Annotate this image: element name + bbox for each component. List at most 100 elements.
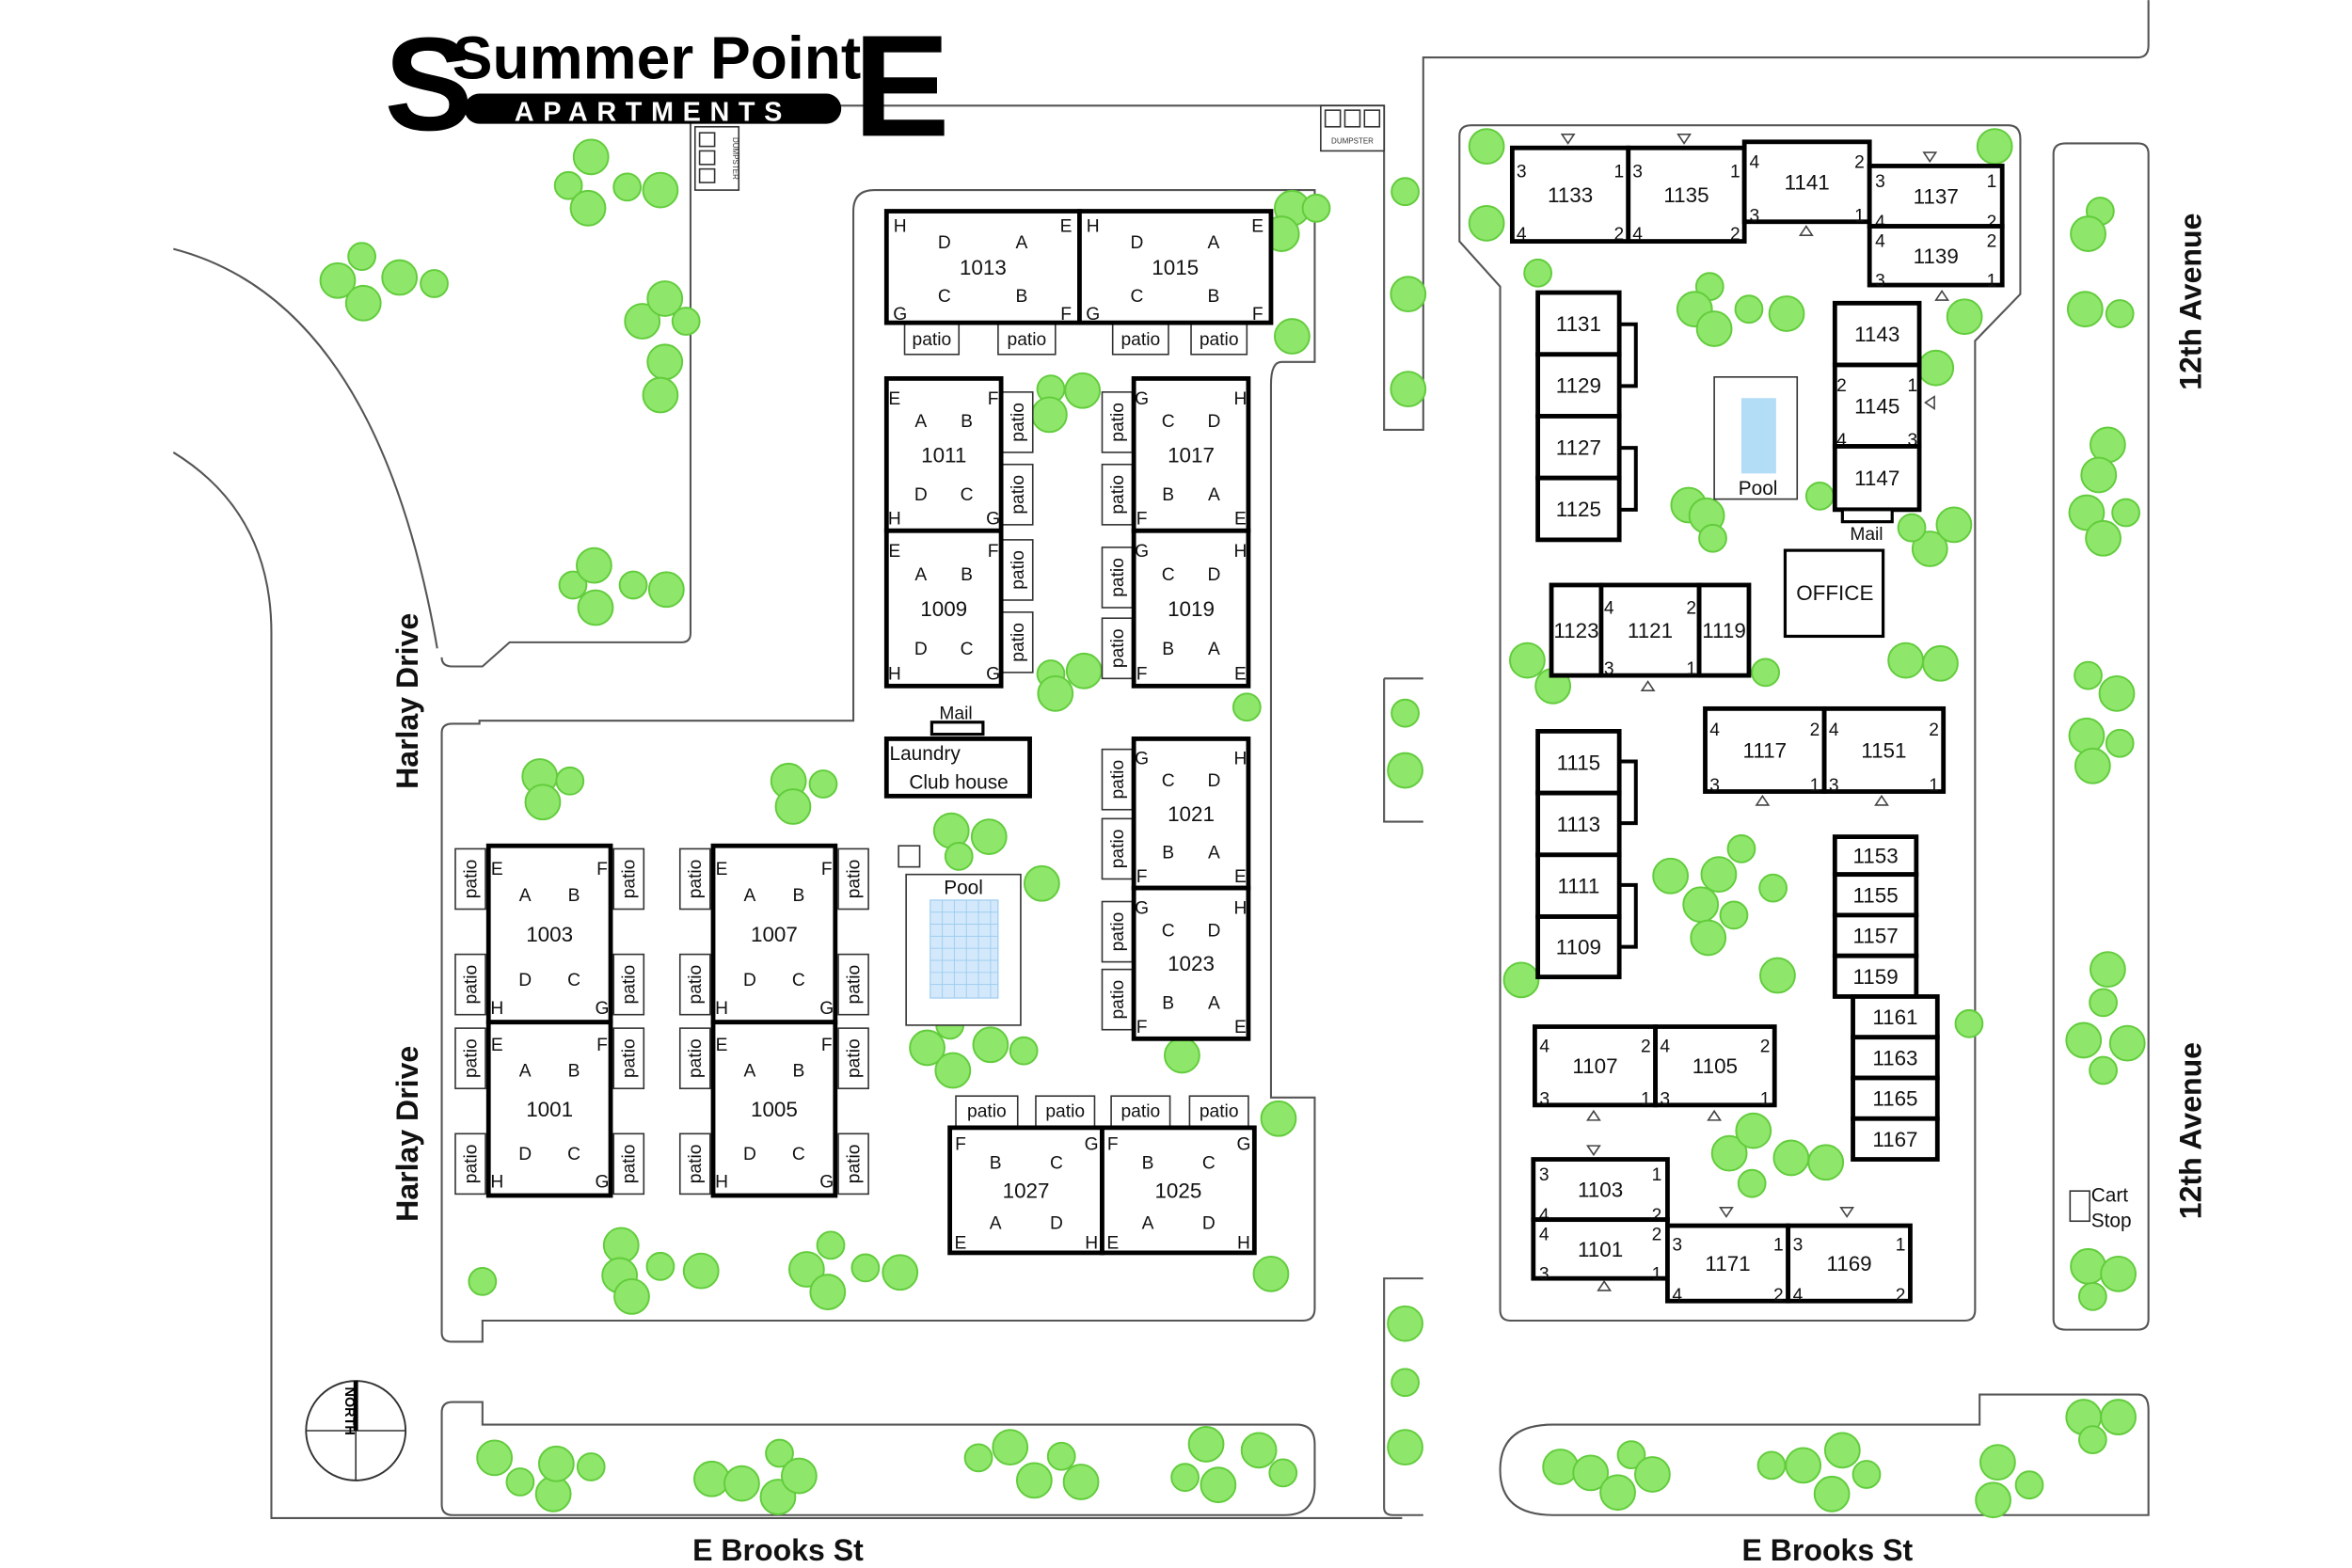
building-1111[interactable]: 1111: [1535, 852, 1622, 919]
unit-label: B: [568, 886, 580, 906]
tree-icon: [468, 1266, 498, 1296]
pool-water-right: [1740, 398, 1776, 474]
tree-icon: [774, 788, 812, 825]
tree-icon: [1695, 310, 1733, 347]
tree-icon: [1240, 1432, 1278, 1469]
tree-icon: [642, 376, 679, 414]
tree-icon: [646, 343, 684, 381]
office-building[interactable]: [1783, 548, 1885, 639]
tree-icon: [576, 1452, 606, 1481]
building-1165[interactable]: 1165: [1851, 1075, 1940, 1121]
logo: S Summer Point APARTMENTS E: [385, 5, 950, 166]
tree-icon: [344, 284, 382, 322]
building-1157[interactable]: 1157: [1832, 912, 1919, 958]
unit-label: G: [1135, 898, 1149, 918]
tree-icon: [1690, 919, 1727, 957]
building-1131[interactable]: 1131: [1535, 290, 1622, 357]
building-1163[interactable]: 1163: [1851, 1035, 1940, 1081]
patio-label: patio: [461, 1038, 481, 1078]
unit-label: D: [1207, 565, 1220, 585]
tree-icon: [1616, 1440, 1646, 1470]
building-1167[interactable]: 1167: [1851, 1116, 1940, 1162]
tree-icon: [1030, 396, 1068, 434]
tree-icon: [2077, 1425, 2107, 1455]
unit-label: E: [1234, 867, 1247, 887]
entrance-triangle-icon: [1922, 151, 1938, 164]
building-1155[interactable]: 1155: [1832, 872, 1919, 918]
tree-icon: [1726, 834, 1756, 863]
entrance-triangle-icon: [1934, 290, 1950, 301]
building-1115[interactable]: 1115: [1535, 729, 1622, 796]
unit-label: B: [961, 412, 973, 432]
patio-label: patio: [686, 1145, 706, 1184]
building-1113[interactable]: 1113: [1535, 790, 1622, 858]
tree-icon: [1700, 856, 1738, 894]
unit-label: E: [955, 1234, 967, 1254]
building-1125[interactable]: 1125: [1535, 475, 1622, 543]
tree-icon: [882, 1254, 919, 1291]
entrance-triangle-icon: [1586, 1109, 1601, 1121]
building-1119[interactable]: 1119: [1696, 582, 1752, 678]
building-1161[interactable]: 1161: [1851, 994, 1940, 1040]
building-number: 1005: [751, 1098, 798, 1121]
patio: [1188, 1095, 1249, 1128]
trees: [319, 128, 2146, 1519]
unit-label: 3: [1793, 1235, 1804, 1255]
patio-label: patio: [844, 1038, 864, 1078]
building-outline: [1077, 209, 1274, 325]
unit-label: D: [1131, 233, 1144, 253]
building-1123[interactable]: 1123: [1549, 582, 1604, 678]
unit-label: F: [596, 860, 608, 879]
unit-label: 2: [1760, 1037, 1771, 1057]
logo-title: Summer Point: [453, 24, 861, 92]
laundry-clubhouse-building[interactable]: [883, 736, 1032, 799]
building-1147[interactable]: 1147: [1832, 444, 1922, 513]
building-1127[interactable]: 1127: [1535, 414, 1622, 481]
tree-icon: [2085, 519, 2122, 557]
pool-area-right[interactable]: [1713, 376, 1799, 500]
building-1143[interactable]: 1143: [1832, 300, 1922, 368]
building-1129[interactable]: 1129: [1535, 352, 1622, 419]
unit-label: 4: [1709, 721, 1720, 740]
entrance-triangle-icon: [1719, 1207, 1734, 1218]
building-1109[interactable]: 1109: [1535, 914, 1622, 980]
street-harlay-drive-north: Harlay Drive: [390, 613, 424, 789]
unit-label: 4: [1829, 721, 1839, 740]
building-number: 1143: [1854, 323, 1899, 346]
building-1153[interactable]: 1153: [1832, 834, 1919, 878]
tree-icon: [2074, 660, 2103, 690]
building-outline: [710, 843, 838, 1025]
building-1159[interactable]: 1159: [1832, 953, 1919, 999]
patio-label: patio: [1009, 623, 1028, 662]
tree-icon: [2105, 299, 2135, 328]
